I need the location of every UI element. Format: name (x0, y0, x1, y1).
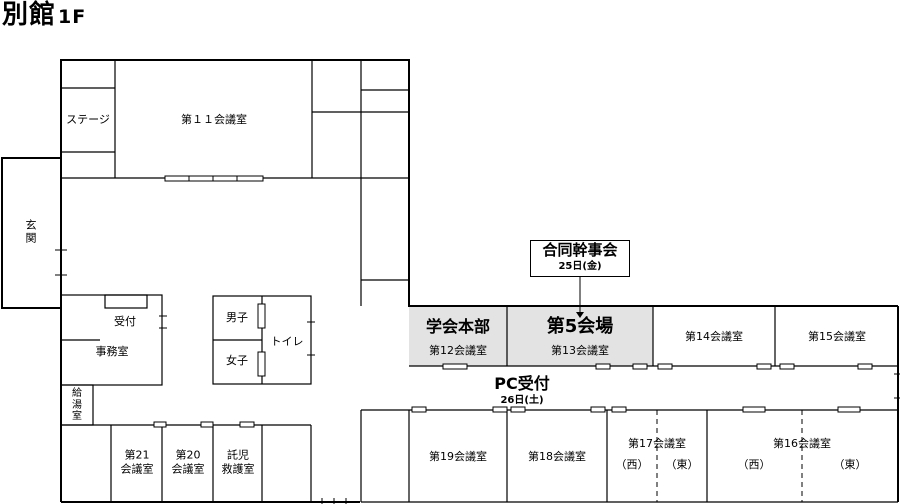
room-12-highlight (409, 306, 507, 366)
room-20: 第20 会議室 (171, 448, 205, 475)
room-15: 第15会議室 (808, 330, 866, 344)
partitions (656, 410, 803, 502)
joint-meeting-callout: 合同幹事会 25日(金) (530, 240, 630, 277)
pc-reception-date: 26日(土) (500, 394, 544, 406)
joint-meeting-title: 合同幹事会 (542, 241, 618, 259)
room-16-west: （西） (737, 458, 771, 472)
room-men: 男子 (226, 311, 248, 325)
room-12: 第12会議室 (429, 344, 487, 358)
outer-wall (60, 59, 898, 502)
floor-number: 1F (58, 6, 87, 28)
walls (1, 59, 899, 503)
joint-meeting-date: 25日(金) (558, 261, 602, 272)
room-13: 第13会議室 (551, 344, 609, 358)
room-14: 第14会議室 (685, 330, 743, 344)
room-17-west: （西） (615, 458, 649, 472)
room-entrance: 玄関 (25, 218, 37, 244)
room-office: 事務室 (95, 345, 129, 359)
room-18: 第18会議室 (528, 450, 586, 464)
room-childcare: 託児 救護室 (221, 448, 255, 475)
wall-ticks (55, 249, 900, 504)
room-21: 第21 会議室 (120, 448, 154, 475)
room-reception: 受付 (114, 315, 136, 329)
venue-5-name: 第5会場 (546, 316, 614, 338)
room-17: 第17会議室 (628, 437, 686, 451)
room-stage: ステージ (66, 113, 110, 127)
pc-reception-title: PC受付 (494, 374, 550, 394)
academic-hq-name: 学会本部 (425, 317, 491, 337)
room-kettle: 給湯室 (72, 387, 82, 422)
entrance-wall (1, 157, 61, 309)
room-16-east: （東） (833, 458, 867, 472)
room-toilet: トイレ (270, 335, 304, 349)
room-19: 第19会議室 (429, 450, 487, 464)
doors (153, 175, 873, 428)
room-11: 第１１会議室 (181, 113, 247, 127)
room-17-east: （東） (665, 458, 699, 472)
room-16: 第16会議室 (773, 437, 831, 451)
building-name: 別館 (2, 0, 57, 30)
joint-meeting-arrow (576, 312, 584, 318)
room-women: 女子 (226, 354, 248, 368)
